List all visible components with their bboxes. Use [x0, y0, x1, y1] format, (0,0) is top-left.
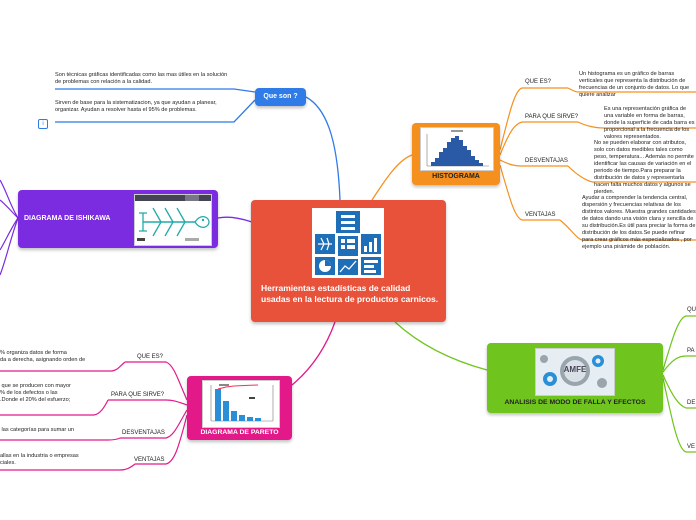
pareto-desventajas-text: las categorías para sumar un — [0, 427, 74, 433]
histograma-ventajas-label[interactable]: VENTAJAS — [525, 212, 556, 218]
pareto-que-es-text: % organiza datos de forma da a derecha, … — [0, 350, 86, 363]
amfe-item-ventajas[interactable]: VE — [687, 444, 696, 450]
histograma-node[interactable]: HISTOGRAMA — [412, 123, 500, 185]
pareto-chart-icon — [210, 384, 274, 422]
amfe-item-que-es[interactable]: QU — [687, 307, 696, 313]
pareto-que-es-label[interactable]: QUE ES? — [137, 354, 164, 360]
amfe-image: AMFE — [535, 348, 615, 396]
pareto-node[interactable]: DIAGRAMA DE PARETO — [187, 376, 292, 440]
ishikawa-node[interactable]: DIAGRAMA DE ISHIKAWA — [18, 190, 218, 248]
histograma-desventajas-text: No se pueden elaborar con atributos, sol… — [594, 140, 694, 195]
pareto-desventajas-label[interactable]: DESVENTAJAS — [122, 430, 165, 436]
que-son-text-1: Son técnicas gráficas identificadas como… — [55, 72, 228, 85]
pareto-image — [202, 380, 280, 428]
fishbone-diagram-icon — [135, 195, 211, 241]
amfe-item-desventajas[interactable]: DE — [687, 400, 696, 406]
central-topic-image — [312, 208, 384, 278]
histograma-para-que-label[interactable]: PARA QUE SIRVE? — [525, 114, 579, 120]
statistics-tools-icon — [312, 208, 384, 278]
pareto-ventajas-text: allas en la industria o empresas ciales. — [0, 453, 79, 466]
histograma-ventajas-text: Ayudar a comprender la tendencia central… — [582, 195, 696, 250]
amfe-node[interactable]: AMFE ANALISIS DE MODO DE FALLA Y EFECTOS — [487, 343, 663, 413]
histograma-que-es-label[interactable]: QUE ES? — [525, 79, 552, 85]
histograma-que-es-text: Un histograma es un gráfico de barras ve… — [579, 71, 690, 98]
pareto-para-que-label[interactable]: PARA QUE SIRVE? — [111, 392, 165, 398]
amfe-title: ANALISIS DE MODO DE FALLA Y EFECTOS — [504, 399, 646, 406]
que-son-node[interactable]: Que son ? — [255, 88, 306, 106]
ishikawa-title: DIAGRAMA DE ISHIKAWA — [24, 215, 111, 222]
pareto-ventajas-label[interactable]: VENTAJAS — [134, 457, 165, 463]
amfe-logo-text: AMFE — [563, 365, 587, 374]
pareto-title: DIAGRAMA DE PARETO — [200, 429, 279, 436]
que-son-label: Que son ? — [263, 93, 298, 100]
info-icon[interactable]: i — [38, 119, 48, 129]
amfe-item-para-que[interactable]: PA — [687, 348, 695, 354]
central-topic-title: Herramientas estadísticas de calidad usa… — [261, 283, 439, 304]
histograma-para-que-text: Es una representación gráfica de una var… — [604, 106, 695, 140]
histograma-title: HISTOGRAMA — [432, 173, 480, 180]
gears-icon — [540, 355, 607, 388]
histograma-image — [420, 127, 494, 171]
histograma-desventajas-label[interactable]: DESVENTAJAS — [525, 158, 568, 164]
central-topic[interactable]: Herramientas estadísticas de calidad usa… — [251, 200, 446, 322]
ishikawa-image — [134, 194, 212, 246]
histogram-icon — [426, 130, 489, 167]
pareto-para-que-text: que se producen con mayor % de los defec… — [0, 383, 71, 403]
que-son-text-2: Sirven de base para la sistematizacion, … — [55, 100, 217, 113]
